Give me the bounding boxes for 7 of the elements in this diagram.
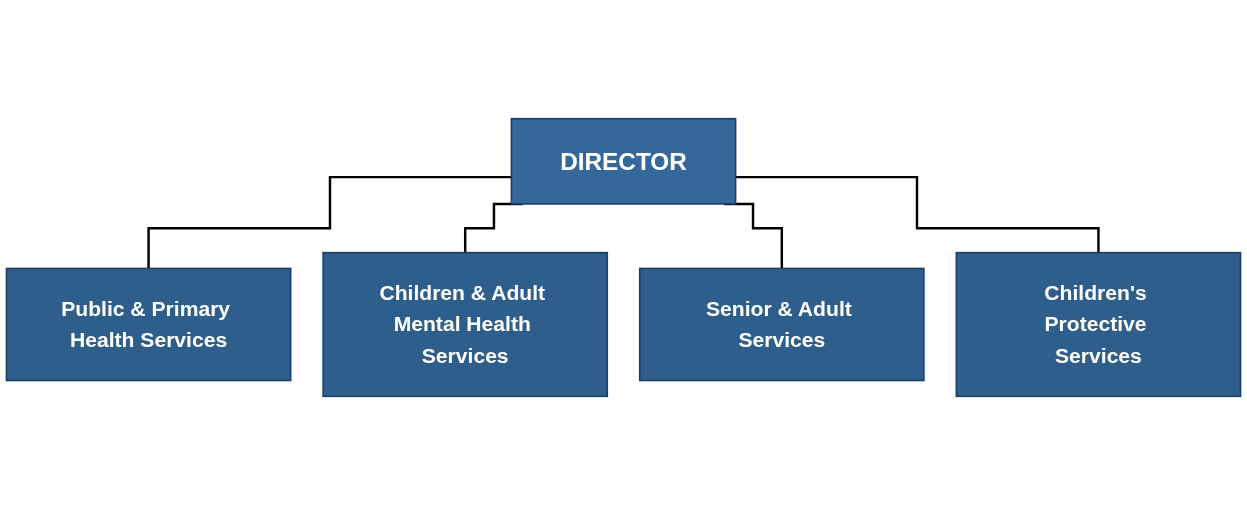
node-box: Public & Primary Health Services [5, 267, 292, 382]
node-box: Children & Adult Mental Health Services [322, 251, 609, 398]
node-box: Senior & Adult Services [638, 267, 925, 382]
node-box: DIRECTOR [510, 117, 737, 205]
connector [735, 175, 1100, 254]
connector [147, 175, 512, 270]
node-box: Children's Protective Services [955, 251, 1242, 398]
